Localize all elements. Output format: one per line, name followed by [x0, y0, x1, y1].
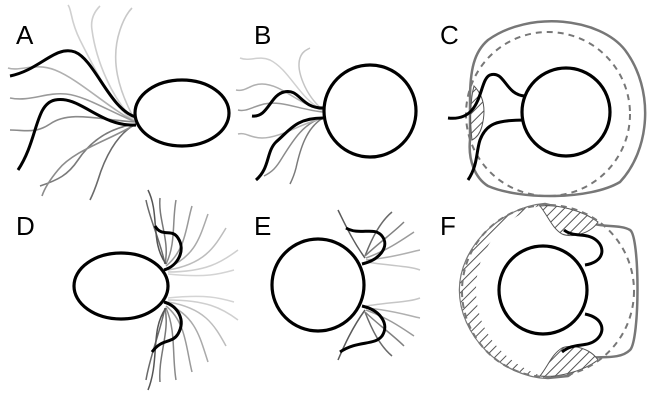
- panel-c-diagram: [448, 21, 645, 196]
- panel-a-diagram: [8, 5, 229, 200]
- panel-d-diagram: [74, 190, 238, 390]
- panel-a-flagellum-lower: [18, 99, 136, 170]
- panel-e-cell-body: [272, 239, 364, 331]
- panel-d-cell-body: [74, 253, 168, 319]
- panel-f-diagram: [460, 204, 638, 378]
- panel-e-diagram: [272, 210, 420, 360]
- panel-a-cell-body: [135, 80, 229, 146]
- panel-a-flagellum-upper: [10, 51, 136, 117]
- panel-b-diagram: [236, 48, 416, 184]
- panel-c-cell-body: [522, 68, 610, 156]
- panel-b-flagella-traces: [236, 48, 323, 184]
- panel-b-cell-body: [324, 65, 416, 157]
- panel-f-cell-body: [499, 246, 587, 334]
